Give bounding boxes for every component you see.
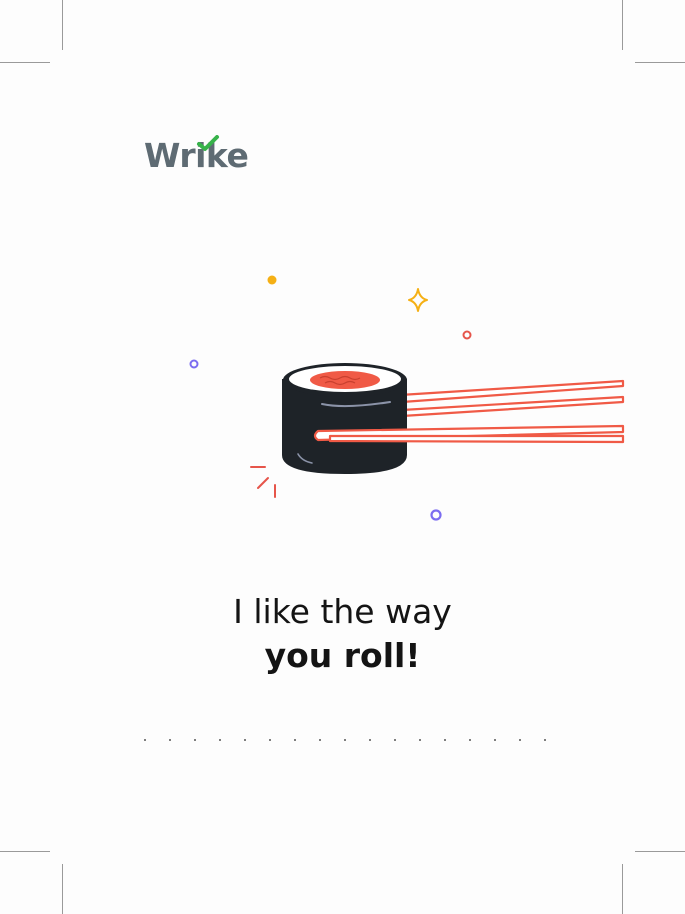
message-line-1: I like the way [233, 592, 452, 631]
divider-dot [144, 739, 146, 741]
chopsticks-icon [398, 379, 625, 418]
crop-mark-bottom-left [62, 864, 63, 914]
motion-lines-icon [250, 466, 276, 498]
chopsticks-front-icon [313, 424, 625, 444]
yellow-dot-icon [267, 275, 277, 285]
card-message: I like the way you roll! [0, 590, 685, 678]
divider-dot [194, 739, 196, 741]
divider-dot [369, 739, 371, 741]
purple-ring-icon [189, 359, 199, 369]
sushi-roll-icon [282, 363, 407, 475]
divider-dot [419, 739, 421, 741]
crop-mark-bottom-right-h [635, 851, 685, 852]
divider-dot [169, 739, 171, 741]
divider-dot [519, 739, 521, 741]
divider-dot [344, 739, 346, 741]
crop-mark-bottom-left-h [0, 851, 50, 852]
wrike-logo: Wrike [144, 133, 264, 177]
crop-mark-top-right-h [635, 62, 685, 63]
divider-dot [544, 739, 546, 741]
logo-check-icon [197, 135, 219, 151]
logo-wordmark: Wrike [144, 136, 249, 175]
divider-dot [469, 739, 471, 741]
message-line-2: you roll! [264, 636, 421, 675]
divider-dot [244, 739, 246, 741]
divider-dot [269, 739, 271, 741]
divider-dot [394, 739, 396, 741]
purple-ring-large-icon [430, 509, 442, 521]
crop-mark-top-left [62, 0, 63, 50]
dotted-divider [144, 738, 546, 742]
divider-dot [444, 739, 446, 741]
divider-dot [219, 739, 221, 741]
divider-dot [494, 739, 496, 741]
divider-dot [294, 739, 296, 741]
sparkle-star-icon [408, 288, 428, 312]
crop-mark-bottom-right [622, 864, 623, 914]
red-ring-icon [462, 330, 472, 340]
crop-mark-top-right [622, 0, 623, 50]
divider-dot [319, 739, 321, 741]
crop-mark-top-left-h [0, 62, 50, 63]
